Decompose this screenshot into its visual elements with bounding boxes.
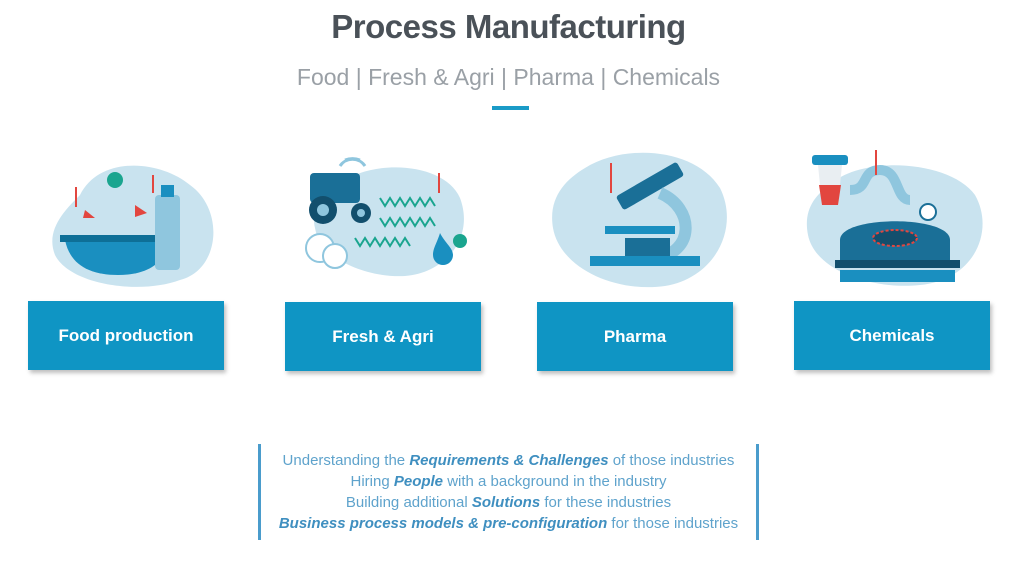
- food-bowl-icon: [52, 165, 214, 287]
- text: Hiring: [350, 473, 394, 490]
- emphasis: Solutions: [471, 494, 541, 511]
- bullet-line: Understanding the Requirements & Challen…: [261, 450, 756, 471]
- page-title: Process Manufacturing: [331, 8, 686, 45]
- focus-points: Understanding the Requirements & Challen…: [258, 444, 759, 540]
- text: for these industries: [540, 494, 672, 511]
- card-food-production[interactable]: Food production: [28, 301, 224, 370]
- emphasis: People: [393, 473, 444, 490]
- card-label: Food production: [58, 325, 194, 345]
- page-subtitle: Food | Fresh & Agri | Pharma | Chemicals: [296, 64, 721, 90]
- card-label: Fresh & Agri: [332, 326, 434, 346]
- text: of those industries: [608, 452, 735, 469]
- chemical-plant-icon: [806, 150, 983, 286]
- card-pharma[interactable]: Pharma: [537, 302, 733, 371]
- bullet-line: Building additional Solutions for these …: [261, 492, 756, 513]
- text: Understanding the: [282, 452, 410, 469]
- card-chemicals[interactable]: Chemicals: [794, 301, 990, 370]
- accent-divider: [492, 106, 529, 110]
- bullet-line: Business process models & pre-configurat…: [261, 513, 756, 534]
- text: Building additional: [345, 494, 472, 511]
- card-label: Chemicals: [849, 325, 935, 345]
- text: with a background in the industry: [443, 473, 667, 490]
- emphasis: Business process models & pre-configurat…: [278, 515, 608, 532]
- tractor-crops-icon: [305, 157, 467, 277]
- bullet-line: Hiring People with a background in the i…: [261, 471, 756, 492]
- emphasis: Requirements & Challenges: [409, 452, 609, 469]
- text: for those industries: [607, 515, 739, 532]
- card-label: Pharma: [603, 326, 667, 346]
- card-fresh-agri[interactable]: Fresh & Agri: [285, 302, 481, 371]
- microscope-icon: [552, 152, 727, 288]
